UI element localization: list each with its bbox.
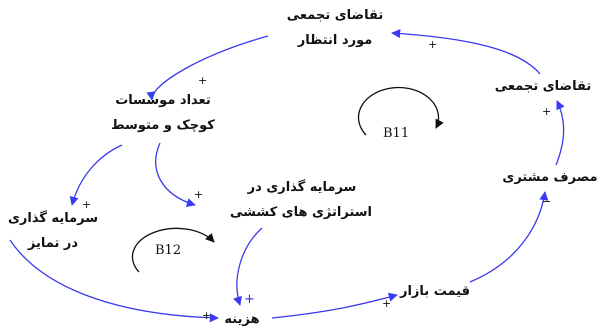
link-aggregate-to-expected xyxy=(391,28,541,75)
polarity-sign: + xyxy=(194,188,204,201)
node-line: هزینه xyxy=(224,312,260,327)
polarity-sign: + xyxy=(202,309,212,322)
node-cost-strategy-investment: سرمایه گذاری در استراتژی های کششی xyxy=(229,180,372,221)
loop-b12-arrow xyxy=(131,227,215,273)
polarity-sign: + xyxy=(542,105,552,118)
polarity-sign: + xyxy=(198,74,208,87)
node-line: سرمایه گذاری xyxy=(7,211,99,226)
loop-b11-arrow xyxy=(357,86,444,136)
polarity-sign: + xyxy=(82,198,92,211)
node-line: استراتژی های کششی xyxy=(229,204,372,220)
node-aggregate-demand: تقاضای تجمعی xyxy=(488,79,598,95)
node-sme-count: تعداد موسسات کوچک و متوسط xyxy=(98,93,228,134)
node-line: تعداد موسسات xyxy=(115,93,211,108)
node-line: مورد انتظار xyxy=(297,32,373,48)
node-line: مصرف مشتری xyxy=(502,170,598,185)
node-line: تقاضای تجمعی xyxy=(286,8,384,23)
link-sme-to-differentiation xyxy=(69,144,123,206)
link-spending-to-aggregate xyxy=(555,100,565,166)
node-line: سرمایه گذاری در xyxy=(247,180,357,195)
polarity-sign: + xyxy=(382,297,392,310)
loop-label-b11: B11 xyxy=(383,126,410,141)
node-consumer-spending: مصرف مشتری xyxy=(500,170,600,186)
node-cost: هزینه xyxy=(214,312,270,328)
node-differentiation-investment: سرمایه گذاری در تمایز xyxy=(0,211,106,252)
polarity-sign: + xyxy=(244,292,255,307)
loop-label-b12: B12 xyxy=(155,243,182,258)
polarity-sign: − xyxy=(542,195,552,208)
link-expected-to-sme xyxy=(146,35,269,101)
link-cost-to-price xyxy=(271,292,398,319)
node-line: کوچک و متوسط xyxy=(111,117,215,133)
node-market-price: قیمت بازار xyxy=(395,284,475,300)
link-sme-to-cost-strategy xyxy=(155,142,196,207)
link-differentiation-to-cost xyxy=(9,239,219,323)
node-line: در تمایز xyxy=(27,235,79,251)
node-expected-aggregate-demand: تقاضای تجمعی مورد انتظار xyxy=(270,8,400,49)
node-line: قیمت بازار xyxy=(399,284,470,299)
node-line: تقاضای تجمعی xyxy=(494,79,592,94)
link-price-to-spending xyxy=(469,191,549,283)
link-cost-strategy-to-cost xyxy=(233,227,263,306)
polarity-sign: + xyxy=(428,38,438,51)
